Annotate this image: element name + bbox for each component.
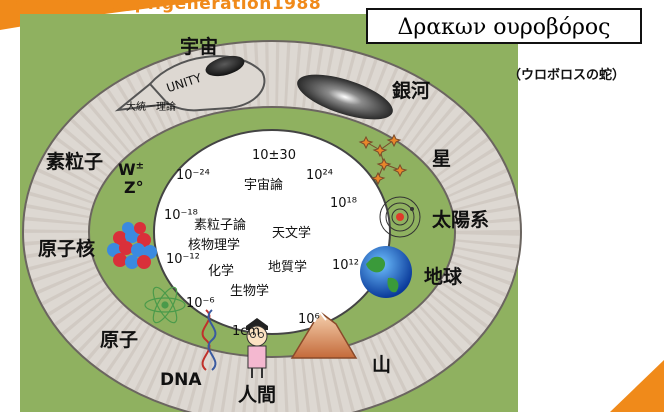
field-astronomy: 天文学	[272, 222, 311, 241]
galaxy-label: 銀河	[392, 76, 430, 103]
field-geology: 地質学	[268, 256, 307, 275]
scale-10-m24: 10⁻²⁴	[176, 168, 210, 183]
field-biology: 生物学	[230, 280, 269, 299]
scale-10-m6: 10⁻⁶	[186, 296, 215, 311]
z-label: Z°	[124, 178, 144, 197]
solar-system-icon	[380, 197, 420, 237]
elementary-particle-label: 素粒子	[46, 147, 103, 174]
nucleus-label: 原子核	[38, 234, 95, 261]
field-particle-physics: 素粒子論	[194, 214, 246, 233]
subtitle: （ウロボロスの蛇）	[508, 64, 625, 83]
earth-label: 地球	[424, 262, 462, 289]
scale-10-p6: 10⁶	[298, 312, 320, 327]
field-cosmology: 宇宙論	[244, 174, 283, 193]
corner-ribbon	[610, 360, 664, 412]
scale-10-m12: 10⁻¹²	[166, 252, 200, 267]
scale-10-p24: 10²⁴	[306, 168, 333, 183]
solar-system-label: 太陽系	[432, 205, 489, 232]
grand-unified-label: 大統一理論	[126, 98, 176, 113]
scale-10-m18: 10⁻¹⁸	[164, 208, 198, 223]
scale-1cm: 1cm	[232, 324, 260, 339]
star-label: 星	[432, 144, 451, 171]
dna-label: DNA	[160, 370, 202, 390]
scale-10-p18: 10¹⁸	[330, 196, 357, 211]
earth-icon	[360, 246, 412, 298]
greek-title: Δρακων ουροβόρος	[366, 8, 642, 44]
scale-10-p12: 10¹²	[332, 258, 359, 273]
field-chemistry: 化学	[208, 260, 234, 279]
human-label: 人間	[238, 380, 276, 407]
field-nuclear-physics: 核物理学	[188, 234, 240, 253]
atom-label: 原子	[100, 325, 138, 352]
mountain-label: 山	[372, 350, 391, 377]
scale-10-pm30: 10±30	[252, 148, 296, 163]
wz-label: W±	[118, 160, 144, 179]
header-text: Hateha::Group::generation1988	[0, 0, 321, 14]
cosmos-label: 宇宙	[180, 32, 218, 59]
